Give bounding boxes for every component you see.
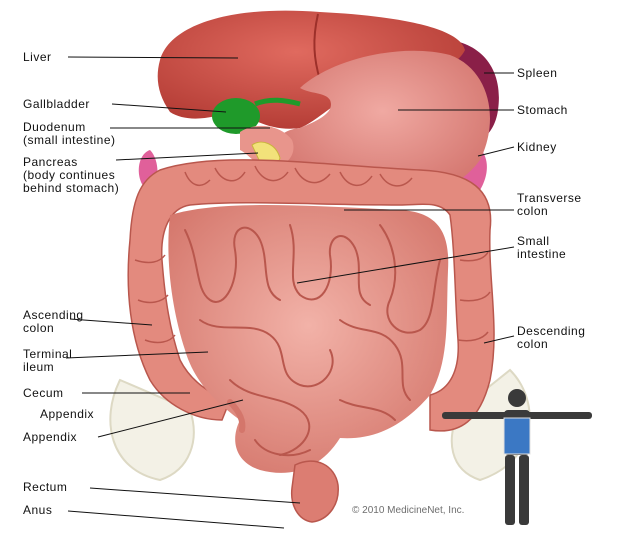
label-appendix-lower: Appendix <box>23 430 78 444</box>
small-intestine-loops <box>184 224 441 457</box>
label-stomach: Stomach <box>517 103 568 117</box>
label-terminal-ileum: Terminal ileum <box>23 347 73 374</box>
label-descending-colon: Descending colon <box>517 324 586 351</box>
label-rectum: Rectum <box>23 480 68 494</box>
label-kidney: Kidney <box>517 140 557 154</box>
colon-haustra <box>134 165 491 344</box>
label-appendix-upper: Appendix <box>40 407 95 421</box>
label-gallbladder: Gallbladder <box>23 97 90 111</box>
colon-shape <box>127 159 495 432</box>
label-spleen: Spleen <box>517 66 558 80</box>
label-anus: Anus <box>23 503 53 517</box>
liver-fissure <box>313 13 321 81</box>
bile-duct-shape <box>254 97 301 107</box>
leader-lines <box>65 56 515 529</box>
copyright-credit: © 2010 MedicineNet, Inc. <box>352 505 465 516</box>
label-pancreas: Pancreas (body continues behind stomach) <box>23 155 120 195</box>
label-liver: Liver <box>23 50 52 64</box>
label-small-intestine: Small intestine <box>517 234 567 261</box>
body-figure-icon <box>442 389 592 525</box>
label-cecum: Cecum <box>23 386 64 400</box>
small-intestine-shape <box>168 205 449 473</box>
label-ascending-colon: Ascending colon <box>23 308 84 335</box>
appendix-shape <box>227 399 246 433</box>
gallbladder-shape <box>212 98 260 134</box>
rectum-shape <box>290 460 339 523</box>
label-duodenum: Duodenum (small intestine) <box>23 120 116 147</box>
label-transverse-colon: Transverse colon <box>517 191 582 218</box>
